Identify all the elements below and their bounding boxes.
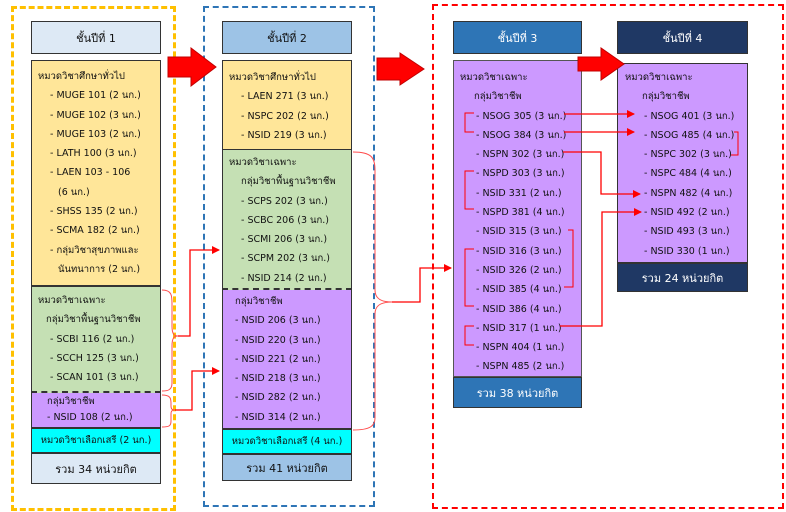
course-item: - NSID 315 (3 นก.) <box>476 226 562 238</box>
section-heading: หมวดวิชาเฉพาะ <box>460 72 528 83</box>
year1-total: รวม 34 หน่วยกิต <box>31 453 161 484</box>
year4-total: รวม 24 หน่วยกิต <box>617 263 748 292</box>
course-item: - SHSS 135 (2 นก.) <box>50 206 138 218</box>
section-subheading: กลุ่มวิชาพื้นฐานวิชาชีพ <box>46 314 141 326</box>
section-heading: หมวดวิชาศึกษาทั่วไป <box>229 72 316 83</box>
course-item: - LATH 100 (3 นก.) <box>50 148 137 160</box>
course-item: - NSID 330 (1 นก.) <box>644 245 730 257</box>
course-item: - NSID 206 (3 นก.) <box>235 315 321 327</box>
course-item: - NSID 326 (2 นก.) <box>476 264 562 276</box>
section-heading: หมวดวิชาศึกษาทั่วไป <box>38 71 125 82</box>
section-heading: หมวดวิชาเฉพาะ <box>229 157 297 168</box>
course-item: - SCPS 202 (3 นก.) <box>241 195 328 207</box>
section-heading: กลุ่มวิชาชีพ <box>235 296 283 307</box>
course-item: - NSOG 485 (4 นก.) <box>644 129 735 141</box>
course-item: - SCPM 202 (3 นก.) <box>241 253 330 265</box>
total-credits: รวม 41 หน่วยกิต <box>246 461 328 475</box>
year3-header: ชั้นปีที่ 3 <box>453 21 582 54</box>
year3-professional: หมวดวิชาเฉพาะ กลุ่มวิชาชีพ - NSOG 305 (3… <box>453 60 582 377</box>
course-item: - NSPD 381 (4 นก.) <box>476 207 565 219</box>
course-item: - NSPN 482 (4 นก.) <box>644 187 733 199</box>
year1-frame <box>11 6 176 511</box>
year2-professional: กลุ่มวิชาชีพ - NSID 206 (3 นก.) - NSID 2… <box>222 290 352 429</box>
total-credits: รวม 34 หน่วยกิต <box>55 462 137 476</box>
course-item: - MUGE 103 (2 นก.) <box>50 128 141 140</box>
course-item: - SCMI 206 (3 นก.) <box>241 234 328 246</box>
year4-header: ชั้นปีที่ 4 <box>617 21 748 54</box>
year3-4-frame <box>432 4 784 509</box>
course-item: - NSPC 302 (3 นก.) <box>644 149 732 161</box>
course-item: - NSID 218 (3 นก.) <box>235 373 321 385</box>
year1-title: ชั้นปีที่ 1 <box>76 31 116 45</box>
year2-title: ชั้นปีที่ 2 <box>267 31 307 45</box>
year2-to-year3-arrow <box>376 52 425 86</box>
course-item: - SCAN 101 (3 นก.) <box>50 372 139 384</box>
year2-general-ed: หมวดวิชาศึกษาทั่วไป - LAEN 271 (3 นก.) -… <box>222 60 352 150</box>
course-item: - NSID 386 (4 นก.) <box>476 303 562 315</box>
course-item: - NSOG 384 (3 นก.) <box>476 129 567 141</box>
year1-general-ed: หมวดวิชาศึกษาทั่วไป - MUGE 101 (2 นก.) -… <box>31 60 161 286</box>
course-item: - SCCH 125 (3 นก.) <box>50 352 139 364</box>
year3-title: ชั้นปีที่ 3 <box>497 31 538 45</box>
course-item: - MUGE 102 (3 นก.) <box>50 109 141 121</box>
course-item: - NSPC 202 (2 นก.) <box>241 110 329 122</box>
course-item: - NSID 221 (2 นก.) <box>235 353 321 365</box>
course-item: - MUGE 101 (2 นก.) <box>50 90 141 102</box>
year2-foundation: หมวดวิชาเฉพาะ กลุ่มวิชาพื้นฐานวิชาชีพ - … <box>222 150 352 290</box>
year1-foundation: หมวดวิชาเฉพาะ กลุ่มวิชาพื้นฐานวิชาชีพ - … <box>31 286 161 393</box>
section-subheading: กลุ่มวิชาชีพ <box>642 91 690 103</box>
course-item: - NSID 219 (3 นก.) <box>241 129 327 141</box>
section-heading: หมวดวิชาเลือกเสรี (2 นก.) <box>40 435 152 446</box>
section-heading: หมวดวิชาเฉพาะ <box>625 72 693 83</box>
course-item: - NSPD 303 (3 นก.) <box>476 168 565 180</box>
year2-free-elective: หมวดวิชาเลือกเสรี (4 นก.) <box>222 429 352 454</box>
course-item: - NSID 316 (3 นก.) <box>476 245 562 257</box>
section-heading: กลุ่มวิชาชีพ <box>47 396 95 407</box>
course-item: - NSID 282 (2 นก.) <box>235 392 321 404</box>
course-item: - กลุ่มวิชาสุขภาพและ <box>50 244 139 256</box>
section-subheading: กลุ่มวิชาพื้นฐานวิชาชีพ <box>241 176 336 188</box>
year4-title: ชั้นปีที่ 4 <box>662 31 703 45</box>
course-item: - NSID 331 (2 นก.) <box>476 187 562 199</box>
section-subheading: กลุ่มวิชาชีพ <box>474 91 522 103</box>
year1-free-elective: หมวดวิชาเลือกเสรี (2 นก.) <box>31 428 161 453</box>
year4-professional: หมวดวิชาเฉพาะ กลุ่มวิชาชีพ - NSOG 401 (3… <box>617 63 748 263</box>
course-item: - SCMA 182 (2 นก.) <box>50 225 140 237</box>
year2-total: รวม 41 หน่วยกิต <box>222 454 352 481</box>
course-item: - NSOG 401 (3 นก.) <box>644 110 735 122</box>
section-heading: หมวดวิชาเลือกเสรี (4 นก.) <box>231 436 343 447</box>
year1-header: ชั้นปีที่ 1 <box>31 21 161 54</box>
year2-header: ชั้นปีที่ 2 <box>222 21 352 54</box>
course-item: - SCBC 206 (3 นก.) <box>241 214 330 226</box>
course-item: - NSID 220 (3 นก.) <box>235 334 321 346</box>
course-item: - NSID 108 (2 นก.) <box>47 412 133 423</box>
course-item: - NSID 385 (4 นก.) <box>476 284 562 296</box>
course-item: (6 นก.) <box>58 186 90 198</box>
course-item: - NSID 314 (2 นก.) <box>235 411 321 423</box>
course-item: - NSID 214 (2 นก.) <box>241 272 327 284</box>
year3-total: รวม 38 หน่วยกิต <box>453 377 582 408</box>
course-item: - NSPC 484 (4 นก.) <box>644 168 732 180</box>
section-heading: หมวดวิชาเฉพาะ <box>38 295 106 306</box>
course-item: นันทนาการ (2 นก.) <box>58 263 141 275</box>
course-item: - NSID 317 (1 นก.) <box>476 322 562 334</box>
year1-professional: กลุ่มวิชาชีพ - NSID 108 (2 นก.) <box>31 393 161 428</box>
course-item: - NSID 493 (3 นก.) <box>644 226 730 238</box>
course-item: - NSPN 302 (3 นก.) <box>476 149 565 161</box>
course-item: - NSOG 305 (3 นก.) <box>476 110 567 122</box>
course-item: - SCBI 116 (2 นก.) <box>50 333 135 345</box>
total-credits: รวม 24 หน่วยกิต <box>641 271 724 285</box>
total-credits: รวม 38 หน่วยกิต <box>476 386 559 400</box>
course-item: - NSID 492 (2 นก.) <box>644 207 730 219</box>
course-item: - NSPN 485 (2 นก.) <box>476 361 565 373</box>
course-item: - NSPN 404 (1 นก.) <box>476 342 565 354</box>
course-item: - LAEN 103 - 106 <box>50 167 131 179</box>
course-item: - LAEN 271 (3 นก.) <box>241 91 329 103</box>
